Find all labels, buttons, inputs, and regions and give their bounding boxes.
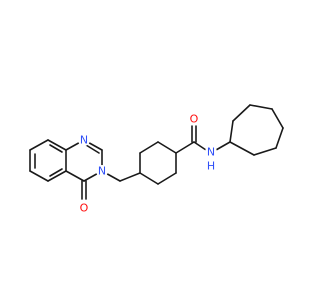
- atom-amide-nitrogen: N: [207, 146, 215, 159]
- atom-labels: N N O O N H: [78, 113, 217, 215]
- atom-n3: N: [98, 165, 106, 178]
- cyclohexane-ring: [139, 141, 177, 185]
- atom-amide-oxygen: O: [190, 113, 199, 126]
- methylene-bond-2: [119, 172, 141, 182]
- amide-group: [175, 125, 231, 154]
- molecule-structure: N N O O N H: [29, 104, 284, 215]
- atom-amide-hydrogen: H: [207, 160, 215, 173]
- atom-n1: N: [80, 134, 88, 147]
- cycloheptane-ring: [229, 104, 284, 156]
- atom-carbonyl-oxygen: O: [80, 202, 89, 215]
- benzene-ring: [29, 139, 67, 182]
